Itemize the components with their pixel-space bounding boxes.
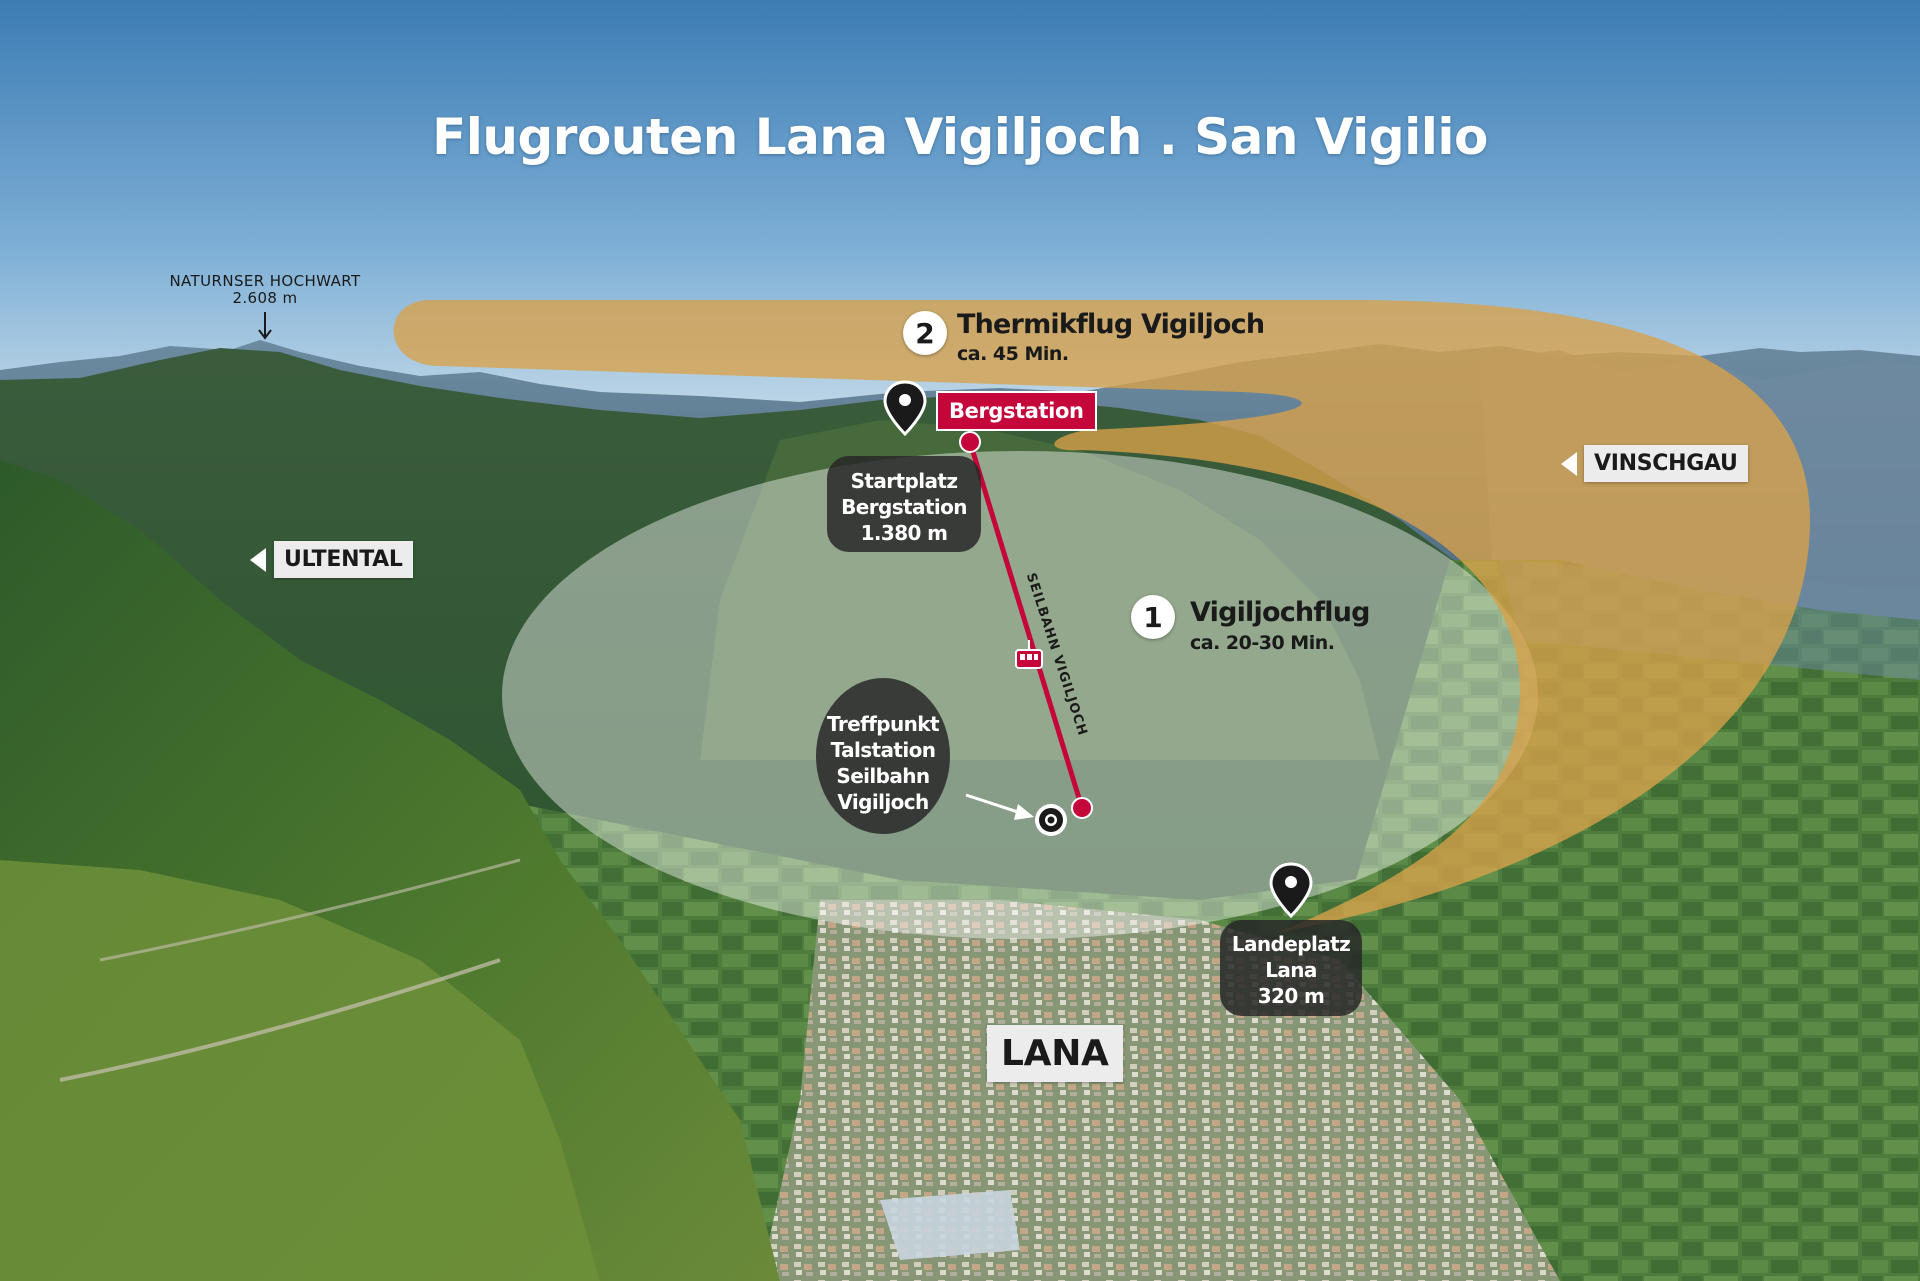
cable-car-line xyxy=(967,441,1085,809)
map-pin-icon xyxy=(883,380,927,437)
target-icon xyxy=(1035,804,1067,836)
landeplatz-line-1: Landeplatz xyxy=(1231,932,1351,956)
route-1-number: 1 xyxy=(1131,595,1175,639)
route-2-number: 2 xyxy=(903,311,947,355)
cable-car-bottom-station xyxy=(1071,797,1093,819)
page-title: Flugrouten Lana Vigiljoch . San Vigilio xyxy=(432,108,1488,166)
landeplatz-box: Landeplatz Lana 320 m xyxy=(1220,920,1362,1016)
landeplatz-line-3: 320 m xyxy=(1257,984,1325,1008)
cable-car-top-station xyxy=(959,431,981,453)
town-label: LANA xyxy=(987,1025,1123,1082)
arrow-left-icon xyxy=(250,548,266,572)
treffpunkt-box: Treffpunkt Talstation Seilbahn Vigiljoch xyxy=(816,678,950,834)
peak-elevation: 2.608 m xyxy=(232,289,298,307)
cable-car-icon xyxy=(1015,640,1043,669)
route-2-area xyxy=(393,300,1810,932)
route-2-duration: ca. 45 Min. xyxy=(957,343,1069,365)
treffpunkt-line-2: Talstation xyxy=(830,738,936,762)
route-1-area xyxy=(502,451,1538,939)
route-1-duration: ca. 20-30 Min. xyxy=(1190,632,1335,654)
map-pin-icon xyxy=(1269,862,1313,919)
peak-label: NATURNSER HOCHWART 2.608 m xyxy=(120,273,410,307)
treffpunkt-line-1: Treffpunkt xyxy=(827,712,940,736)
arrow-left-icon xyxy=(1561,452,1577,476)
route-1-name: Vigiljochflug xyxy=(1190,597,1371,628)
bergstation-label: Bergstation xyxy=(936,391,1097,431)
peak-name: NATURNSER HOCHWART xyxy=(169,272,361,290)
treffpunkt-line-4: Vigiljoch xyxy=(837,790,929,814)
vinschgau-label: VINSCHGAU xyxy=(1584,445,1748,482)
route-2-name: Thermikflug Vigiljoch xyxy=(957,309,1265,340)
ultental-label: ULTENTAL xyxy=(274,541,413,578)
startplatz-line-1: Startplatz xyxy=(850,469,958,493)
startplatz-box: Startplatz Bergstation 1.380 m xyxy=(827,456,981,552)
startplatz-line-3: 1.380 m xyxy=(860,521,948,545)
startplatz-line-2: Bergstation xyxy=(841,495,967,519)
landeplatz-line-2: Lana xyxy=(1265,958,1317,982)
treffpunkt-line-3: Seilbahn xyxy=(836,764,930,788)
